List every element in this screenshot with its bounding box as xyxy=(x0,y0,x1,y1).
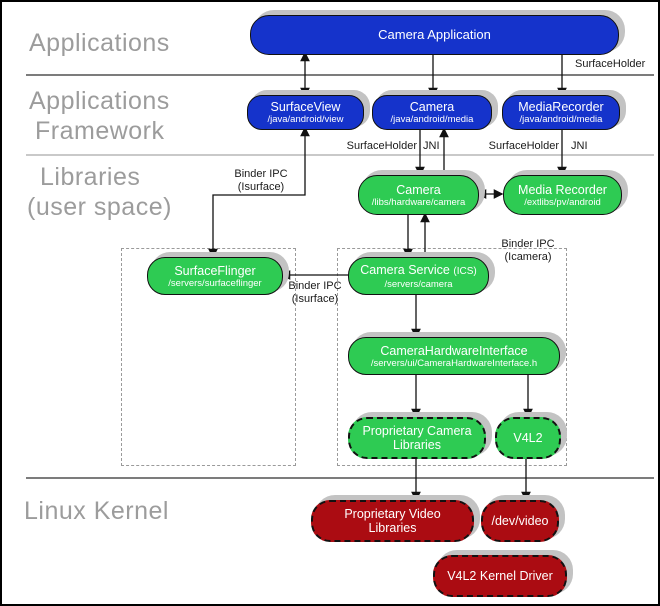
label-surfaceholder-top: SurfaceHolder xyxy=(575,58,646,70)
label-surfaceholder-camera: SurfaceHolder xyxy=(346,140,417,152)
node-camera-hardware-interface-title: CameraHardwareInterface xyxy=(380,343,528,358)
node-v4l2: V4L2 xyxy=(495,417,561,459)
label-jni-camera: JNI xyxy=(423,140,440,152)
node-camera-lib-title: Camera xyxy=(396,182,441,197)
node-camera-framework-title: Camera xyxy=(409,100,455,114)
layer-label-libraries-line1: Libraries xyxy=(40,163,141,191)
layer-label-applications: Applications xyxy=(29,29,170,57)
node-camera-hardware-interface: CameraHardwareInterface /servers/ui/Came… xyxy=(348,337,560,375)
node-proprietary-camera-libraries: Proprietary Camera Libraries xyxy=(348,417,486,459)
label-binder-ipc-isurface-mid: Binder IPC(Isurface) xyxy=(288,280,342,305)
node-camera-service: Camera Service (ICS) /servers/camera xyxy=(348,257,489,295)
node-media-recorder-lib-path: /extlibs/pv/android xyxy=(524,196,601,208)
label-binder-ipc-isurface-left: Binder IPC(Isurface) xyxy=(234,168,288,193)
layer-label-libraries-line2: (user space) xyxy=(27,193,172,221)
node-mediarecorder-framework: MediaRecorder /java/android/media xyxy=(502,95,620,130)
label-jni-mediarecorder: JNI xyxy=(571,140,588,152)
label-surfaceholder-mediarecorder: SurfaceHolder xyxy=(488,140,559,152)
node-camera-lib: Camera /libs/hardware/camera xyxy=(358,175,479,215)
node-camera-framework: Camera /java/android/media xyxy=(372,95,492,130)
node-media-recorder-lib-title: Media Recorder xyxy=(518,182,607,197)
node-camera-hardware-interface-path: /servers/ui/CameraHardwareInterface.h xyxy=(370,357,538,369)
camera-service-group-box xyxy=(337,248,567,466)
node-mediarecorder-framework-path: /java/android/media xyxy=(519,114,603,125)
divider-applications-framework xyxy=(26,74,654,76)
layer-label-framework-line2: Framework xyxy=(35,117,165,145)
node-camera-service-path: /servers/camera xyxy=(384,278,453,290)
node-v4l2-title: V4L2 xyxy=(513,431,543,445)
label-binder-ipc-icamera: Binder IPC(Icamera) xyxy=(501,238,555,263)
node-proprietary-video-libraries-title: Proprietary Video Libraries xyxy=(344,507,441,535)
node-surfaceflinger-path: /servers/surfaceflinger xyxy=(168,277,262,289)
node-surfaceflinger-title: SurfaceFlinger xyxy=(174,263,256,278)
node-camera-lib-path: /libs/hardware/camera xyxy=(371,196,466,208)
node-proprietary-camera-libraries-title: Proprietary Camera Libraries xyxy=(362,424,472,452)
node-v4l2-kernel-driver-title: V4L2 Kernel Driver xyxy=(447,569,553,583)
node-media-recorder-lib: Media Recorder /extlibs/pv/android xyxy=(503,175,622,215)
node-v4l2-kernel-driver: V4L2 Kernel Driver xyxy=(433,555,567,597)
node-mediarecorder-framework-title: MediaRecorder xyxy=(518,100,604,114)
node-dev-video: /dev/video xyxy=(481,500,559,542)
node-proprietary-video-libraries: Proprietary Video Libraries xyxy=(311,500,474,542)
layer-label-kernel: Linux Kernel xyxy=(24,497,169,525)
node-camera-framework-path: /java/android/media xyxy=(390,114,474,125)
layer-label-framework-line1: Applications xyxy=(29,87,170,115)
node-camera-application: Camera Application xyxy=(250,15,619,55)
node-dev-video-title: /dev/video xyxy=(491,514,549,528)
node-camera-application-title: Camera Application xyxy=(378,27,491,42)
node-surfaceview-title: SurfaceView xyxy=(270,100,341,114)
layer-label-libraries: Libraries(user space) xyxy=(27,162,172,222)
divider-libraries-kernel xyxy=(26,477,654,479)
node-surfaceflinger: SurfaceFlinger /servers/surfaceflinger xyxy=(147,257,283,295)
node-surfaceview-path: /java/android/view xyxy=(267,114,344,125)
node-camera-service-title: Camera Service (ICS) xyxy=(360,262,477,277)
divider-framework-libraries xyxy=(26,154,654,156)
node-surfaceview: SurfaceView /java/android/view xyxy=(247,95,364,130)
node-camera-service-suffix: (ICS) xyxy=(453,265,477,277)
